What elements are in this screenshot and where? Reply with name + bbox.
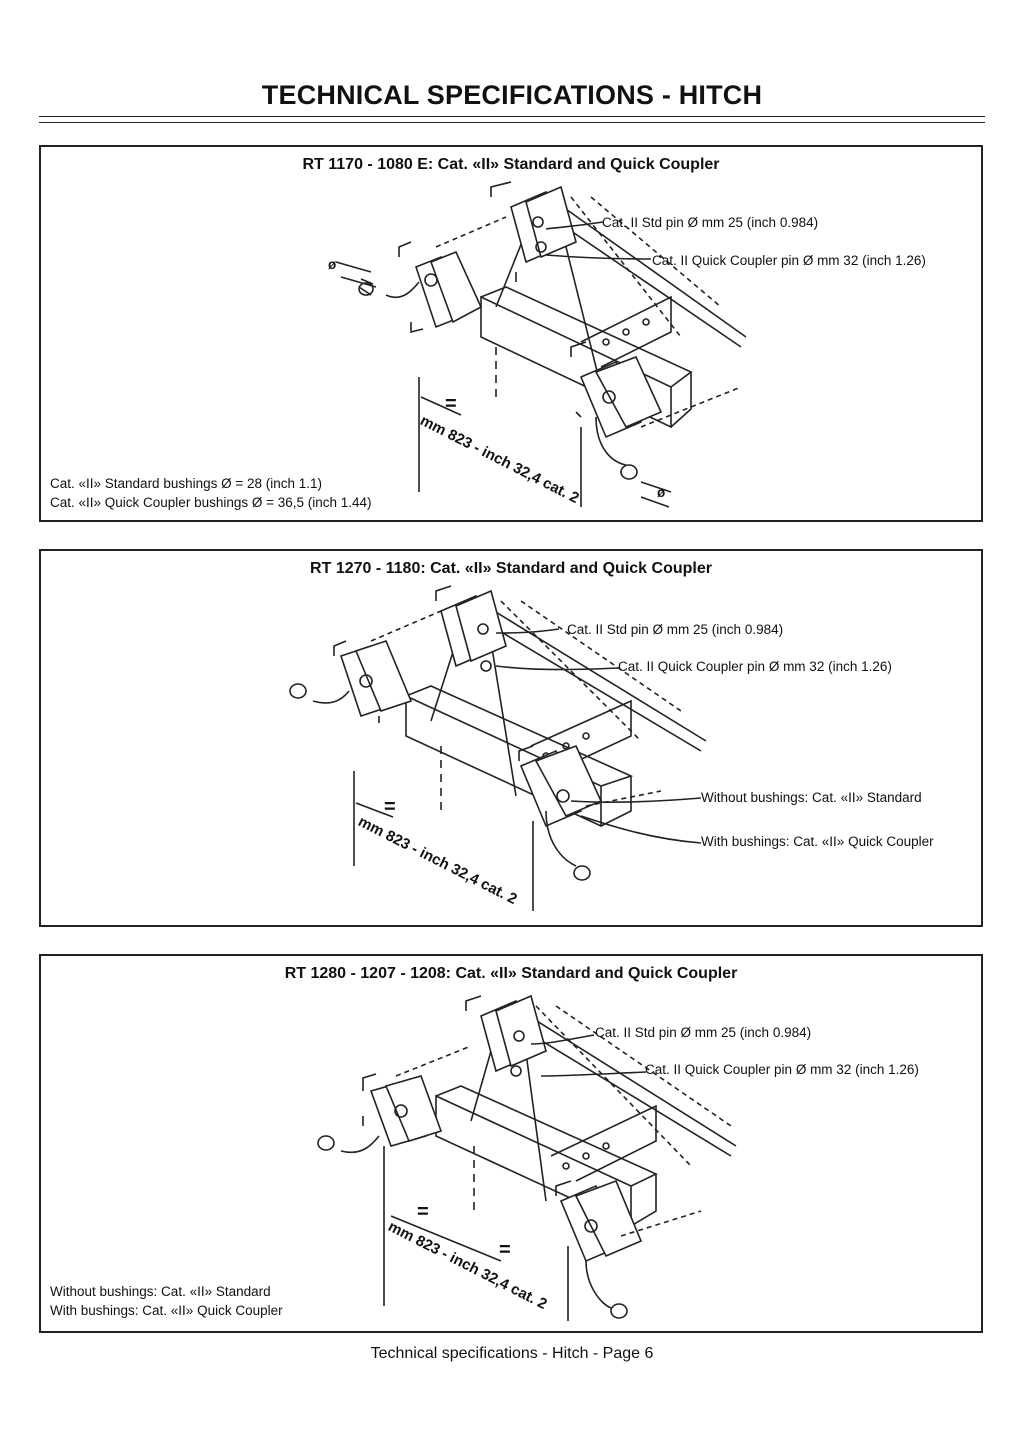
- callout-quick-coupler-pin: Cat. II Quick Coupler pin Ø mm 32 (inch …: [618, 659, 892, 674]
- equal-sign: =: [417, 1201, 429, 1223]
- title-rule-top: [39, 116, 985, 117]
- diameter-symbol: ø: [328, 257, 337, 272]
- panel-title: RT 1270 - 1180: Cat. «II» Standard and Q…: [310, 560, 712, 577]
- callout-std-pin: Cat. II Std pin Ø mm 25 (inch 0.984): [595, 1025, 812, 1040]
- callout-without-bushings: Without bushings: Cat. «II» Standard: [701, 790, 922, 805]
- callout-quick-coupler-pin: Cat. II Quick Coupler pin Ø mm 32 (inch …: [652, 253, 926, 268]
- page-footer: Technical specifications - Hitch - Page …: [370, 1345, 654, 1362]
- note-standard-bushings: Cat. «II» Standard bushings Ø = 28 (inch…: [50, 476, 323, 491]
- hitch-drawing-2: [41, 551, 981, 925]
- note-quick-coupler-bushings: Cat. «II» Quick Coupler bushings Ø = 36,…: [50, 495, 372, 510]
- callout-quick-coupler-pin: Cat. II Quick Coupler pin Ø mm 32 (inch …: [645, 1062, 919, 1077]
- hitch-drawing-1: [41, 147, 981, 520]
- note-without-bushings: Without bushings: Cat. «II» Standard: [50, 1284, 271, 1299]
- note-with-bushings: With bushings: Cat. «II» Quick Coupler: [50, 1303, 283, 1318]
- callout-std-pin: Cat. II Std pin Ø mm 25 (inch 0.984): [602, 215, 819, 230]
- callout-std-pin: Cat. II Std pin Ø mm 25 (inch 0.984): [567, 622, 784, 637]
- diameter-symbol: ø: [657, 485, 666, 500]
- equal-sign: =: [445, 393, 457, 415]
- page-title: TECHNICAL SPECIFICATIONS - HITCH: [261, 80, 763, 110]
- panel-rt-1270-1180: RT 1270 - 1180: Cat. «II» Standard and Q…: [39, 549, 983, 927]
- panel-title: RT 1170 - 1080 E: Cat. «II» Standard and…: [302, 156, 720, 173]
- panel-rt-1280-1207-1208: RT 1280 - 1207 - 1208: Cat. «II» Standar…: [39, 954, 983, 1333]
- panel-title: RT 1280 - 1207 - 1208: Cat. «II» Standar…: [284, 965, 738, 982]
- hitch-drawing-3: [41, 956, 981, 1331]
- callout-with-bushings: With bushings: Cat. «II» Quick Coupler: [701, 834, 934, 849]
- equal-sign: =: [384, 796, 396, 818]
- equal-sign: =: [499, 1239, 511, 1261]
- panel-rt-1170-1080e: RT 1170 - 1080 E: Cat. «II» Standard and…: [39, 145, 983, 522]
- title-rule-bottom: [39, 122, 985, 123]
